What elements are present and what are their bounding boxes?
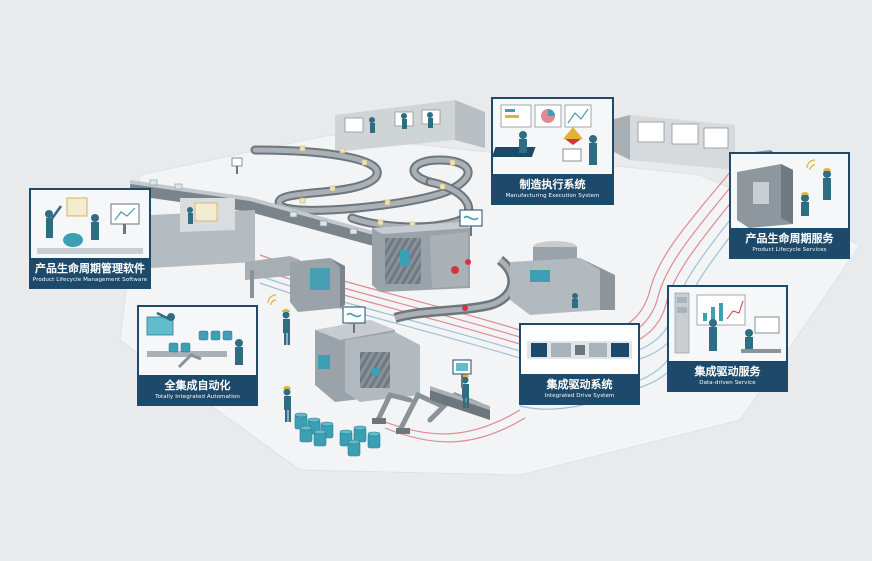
analytics-room — [610, 115, 735, 170]
barrel-cluster-left — [294, 412, 334, 447]
press-machine — [245, 256, 345, 312]
control-panel — [452, 359, 472, 388]
dds-caption: 集成驱动服务 Data-driven Service — [669, 361, 786, 390]
wall-monitor-left — [231, 157, 243, 174]
bottom-conveyor — [430, 386, 490, 420]
ids-title-zh: 集成驱动系统 — [546, 377, 613, 391]
tia-caption: 全集成自动化 Totally Integrated Automation — [139, 375, 256, 404]
dds-title-zh: 集成驱动服务 — [694, 364, 761, 378]
assembly-room — [150, 198, 255, 268]
tia-title-zh: 全集成自动化 — [164, 378, 231, 392]
pls-caption: 产品生命周期服务 Product Lifecycle Services — [731, 228, 848, 257]
plm-title-zh: 产品生命周期管理软件 — [35, 261, 145, 275]
card-totally-integrated-automation[interactable]: 全集成自动化 Totally Integrated Automation — [137, 305, 258, 406]
robot-base — [372, 418, 410, 434]
plm-caption: 产品生命周期管理软件 Product Lifecycle Management … — [31, 258, 149, 287]
mes-illustration-icon — [493, 99, 612, 176]
mes-title-zh: 制造执行系统 — [519, 177, 586, 191]
pls-title-en: Product Lifecycle Services — [752, 246, 827, 253]
card-product-lifecycle-services[interactable]: 产品生命周期服务 Product Lifecycle Services — [729, 152, 850, 259]
barrel-cluster-right — [339, 425, 381, 457]
card-product-lifecycle-management[interactable]: 产品生命周期管理软件 Product Lifecycle Management … — [29, 188, 151, 289]
tia-title-en: Totally Integrated Automation — [155, 393, 240, 400]
ids-illustration-icon — [521, 325, 638, 375]
mes-title-en: Manufacturing Execution System — [505, 192, 600, 199]
ids-title-en: Integrated Drive System — [544, 392, 615, 399]
worker-near-barrels — [283, 386, 291, 422]
worker-with-tablet — [267, 294, 290, 345]
pls-illustration-icon — [731, 154, 848, 230]
tia-illustration-icon — [139, 307, 256, 377]
dds-title-en: Data-driven Service — [699, 379, 756, 386]
card-manufacturing-execution-system[interactable]: 制造执行系统 Manufacturing Execution System — [491, 97, 614, 205]
rotary-machine — [510, 241, 615, 315]
assembly-tunnel-machine — [372, 222, 470, 292]
card-integrated-drive-system[interactable]: 集成驱动系统 Integrated Drive System — [519, 323, 640, 405]
plm-illustration-icon — [31, 190, 149, 262]
dds-illustration-icon — [669, 287, 786, 363]
mes-caption: 制造执行系统 Manufacturing Execution System — [493, 174, 612, 203]
card-data-driven-service[interactable]: 集成驱动服务 Data-driven Service — [667, 285, 788, 392]
serpentine-conveyor — [250, 145, 474, 232]
pls-title-zh: 产品生命周期服务 — [745, 231, 834, 245]
plm-title-en: Product Lifecycle Management Software — [32, 276, 148, 283]
ids-caption: 集成驱动系统 Integrated Drive System — [521, 374, 638, 403]
back-office — [335, 100, 485, 152]
signal-sign-top — [459, 209, 483, 236]
signal-sign-bottom — [342, 306, 366, 333]
